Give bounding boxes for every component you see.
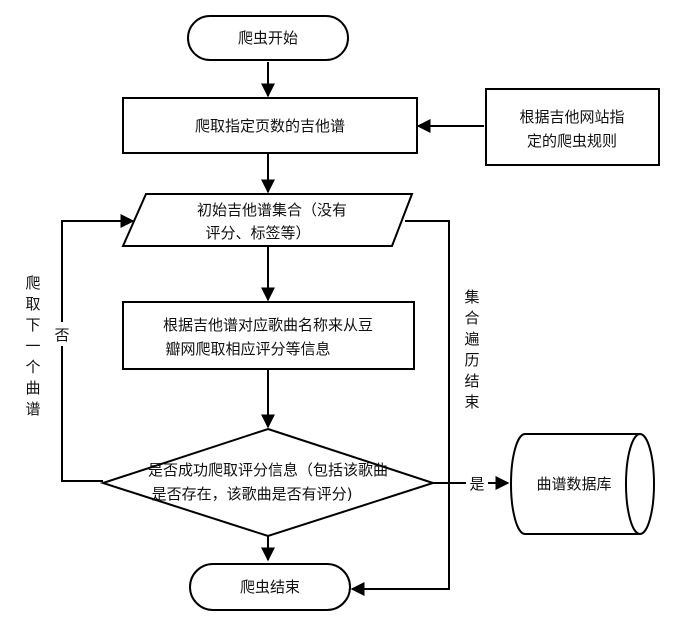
node-end — [189, 563, 351, 611]
node-decision-line2: 是否存在，该歌曲是否有评分) — [152, 485, 353, 503]
node-crawl — [122, 97, 418, 154]
next-label-char: 下 — [25, 316, 40, 334]
node-douban — [122, 301, 415, 370]
traverse-label-char: 集 — [464, 288, 479, 306]
no-label-bg — [52, 322, 72, 346]
node-douban-line1: 根据吉他谱对应歌曲名称来从豆 — [163, 316, 373, 334]
node-crawl-label: 爬取指定页数的吉他谱 — [195, 117, 345, 135]
traverse-label-char: 束 — [464, 393, 479, 411]
node-rules-line1: 根据吉他网站指 — [519, 108, 624, 126]
next-label-char: 爬 — [25, 274, 40, 292]
edge-label-next-score: 爬 取 下 一 个 曲 谱 — [25, 274, 40, 418]
edge-label-no: 否 — [54, 326, 69, 344]
node-end-label: 爬虫结束 — [240, 578, 300, 596]
node-douban-line2: 瓣网爬取相应评分等信息 — [165, 340, 330, 358]
node-rules — [485, 88, 660, 166]
node-init-set — [121, 193, 414, 247]
node-database-label: 曲谱数据库 — [536, 475, 611, 493]
yes-label-bg — [466, 472, 488, 494]
node-decision — [99, 427, 437, 538]
edge-set-traversal-done — [350, 220, 450, 596]
node-init-set-line1: 初始吉他谱集合（没有 — [197, 201, 347, 219]
node-database — [510, 433, 655, 535]
traverse-label-char: 遍 — [464, 330, 479, 348]
node-init-set-line2: 评分、标签等） — [205, 224, 310, 242]
next-label-char: 取 — [25, 295, 40, 313]
edge-label-traversal-done: 集 合 遍 历 结 束 — [464, 288, 479, 411]
next-label-char: 一 — [25, 337, 40, 355]
traverse-label-char: 历 — [464, 351, 479, 369]
edge-decision-loop-back — [61, 214, 135, 482]
traverse-label-char: 合 — [464, 309, 479, 327]
next-label-char: 个 — [25, 358, 40, 376]
node-start-label: 爬虫开始 — [238, 29, 298, 47]
traverse-label-char: 结 — [464, 372, 479, 390]
edge-label-yes: 是 — [469, 475, 484, 493]
next-label-char: 谱 — [25, 400, 40, 418]
node-start — [187, 15, 349, 61]
next-label-char: 曲 — [25, 379, 40, 397]
node-decision-line1: 是否成功爬取评分信息（包括该歌曲 — [148, 461, 388, 479]
node-rules-line2: 定的爬虫规则 — [527, 132, 617, 150]
